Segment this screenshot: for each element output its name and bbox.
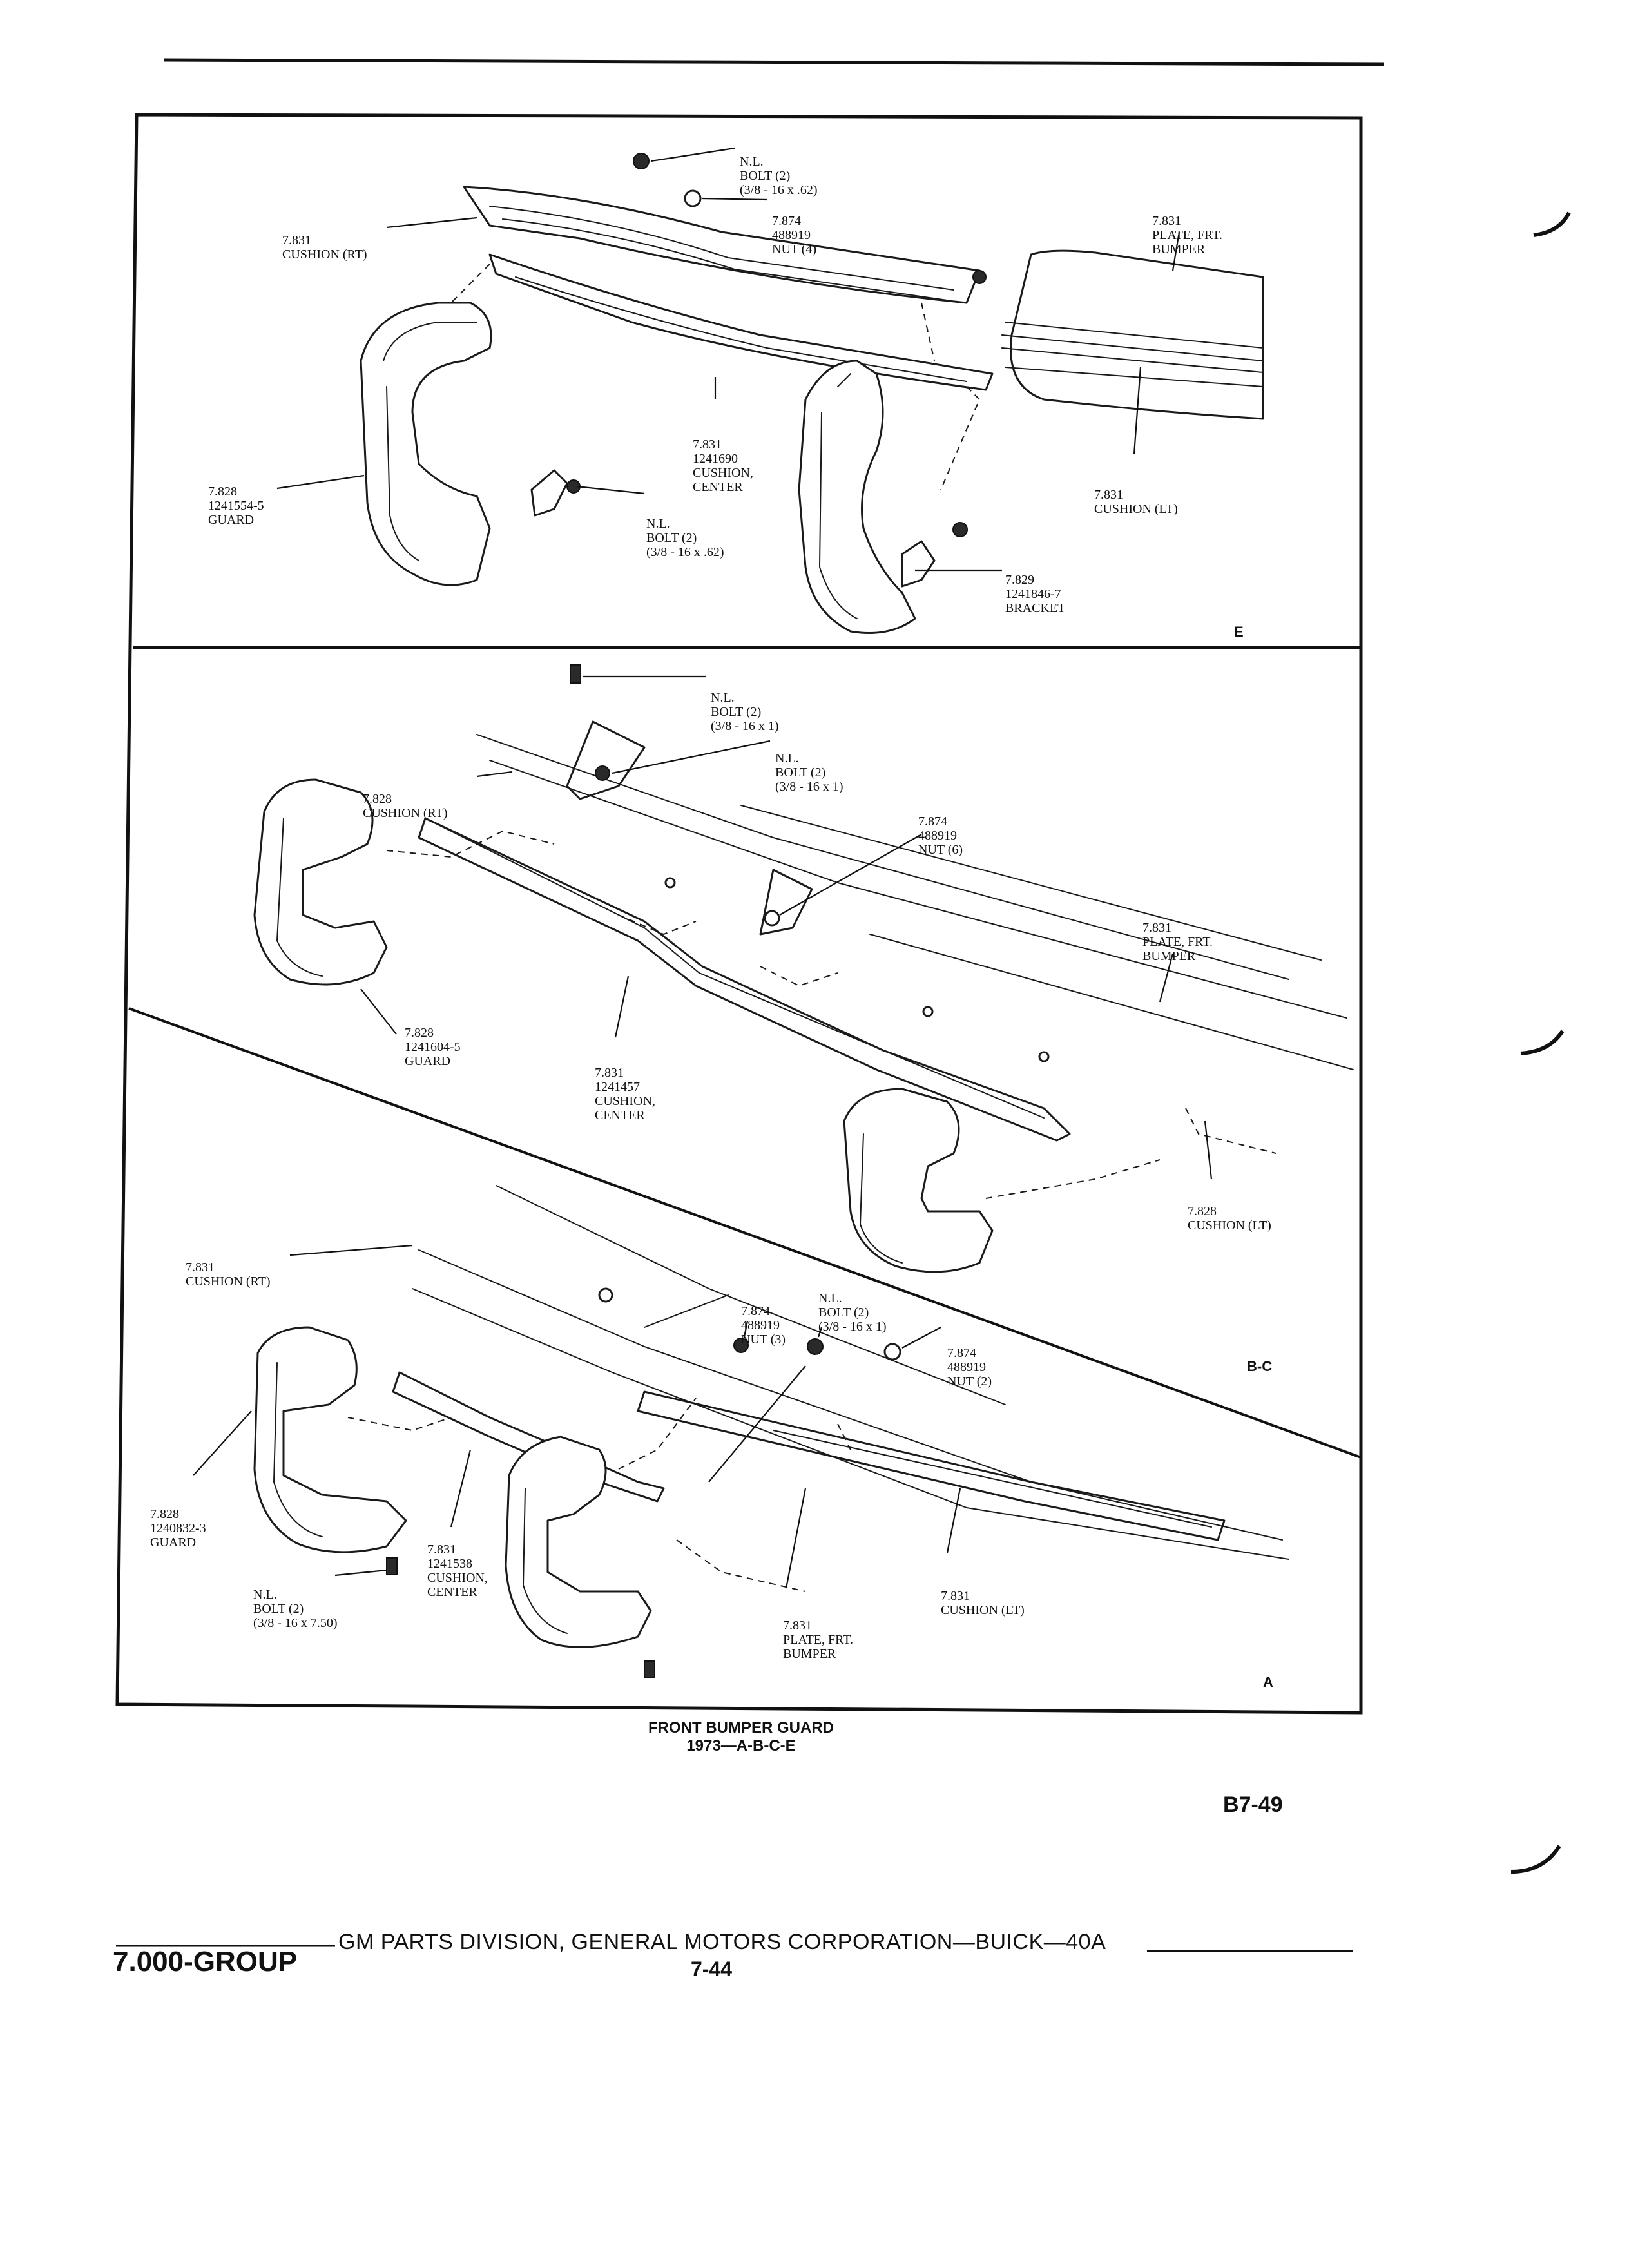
label-a-bolt-bottom: N.L.BOLT (2)(3/8 - 16 x 7.50) — [253, 1588, 338, 1630]
panel-e-letter: E — [1234, 624, 1244, 640]
label-a-bolt-top: N.L.BOLT (2)(3/8 - 16 x 1) — [818, 1291, 887, 1334]
label-e-bolt-top: N.L.BOLT (2)(3/8 - 16 x .62) — [740, 155, 818, 197]
diagram-frame — [115, 113, 1363, 1715]
binder-mark-3 — [1510, 1845, 1561, 1874]
caption-title: FRONT BUMPER GUARD — [648, 1719, 834, 1736]
footer-group: 7.000-GROUP — [113, 1946, 298, 1977]
figure-caption: FRONT BUMPER GUARD 1973—A-B-C-E — [580, 1719, 902, 1755]
footer-publisher: GM PARTS DIVISION, GENERAL MOTORS CORPOR… — [338, 1930, 1106, 1954]
caption-subtitle: 1973—A-B-C-E — [686, 1737, 796, 1754]
footer-page-number: 7-44 — [691, 1957, 733, 1981]
page-code: B7-49 — [1223, 1792, 1283, 1817]
panel-e-artwork — [360, 153, 1264, 634]
label-bc-bolt-top: N.L.BOLT (2)(3/8 - 16 x 1) — [711, 691, 779, 733]
binder-mark-1 — [1533, 211, 1571, 237]
panel-a-letter: A — [1263, 1674, 1273, 1690]
binder-mark-2 — [1520, 1030, 1565, 1055]
panel-divider-diagonal — [128, 1007, 1362, 1459]
leader-lines — [193, 147, 1213, 1589]
label-e-bolt-mid: N.L.BOLT (2)(3/8 - 16 x .62) — [646, 517, 724, 559]
panel-bc-letter: B-C — [1247, 1358, 1273, 1374]
top-rule — [164, 58, 1385, 66]
panel-a-artwork — [253, 1185, 1289, 1678]
label-bc-bolt-second: N.L.BOLT (2)(3/8 - 16 x 1) — [775, 751, 843, 794]
